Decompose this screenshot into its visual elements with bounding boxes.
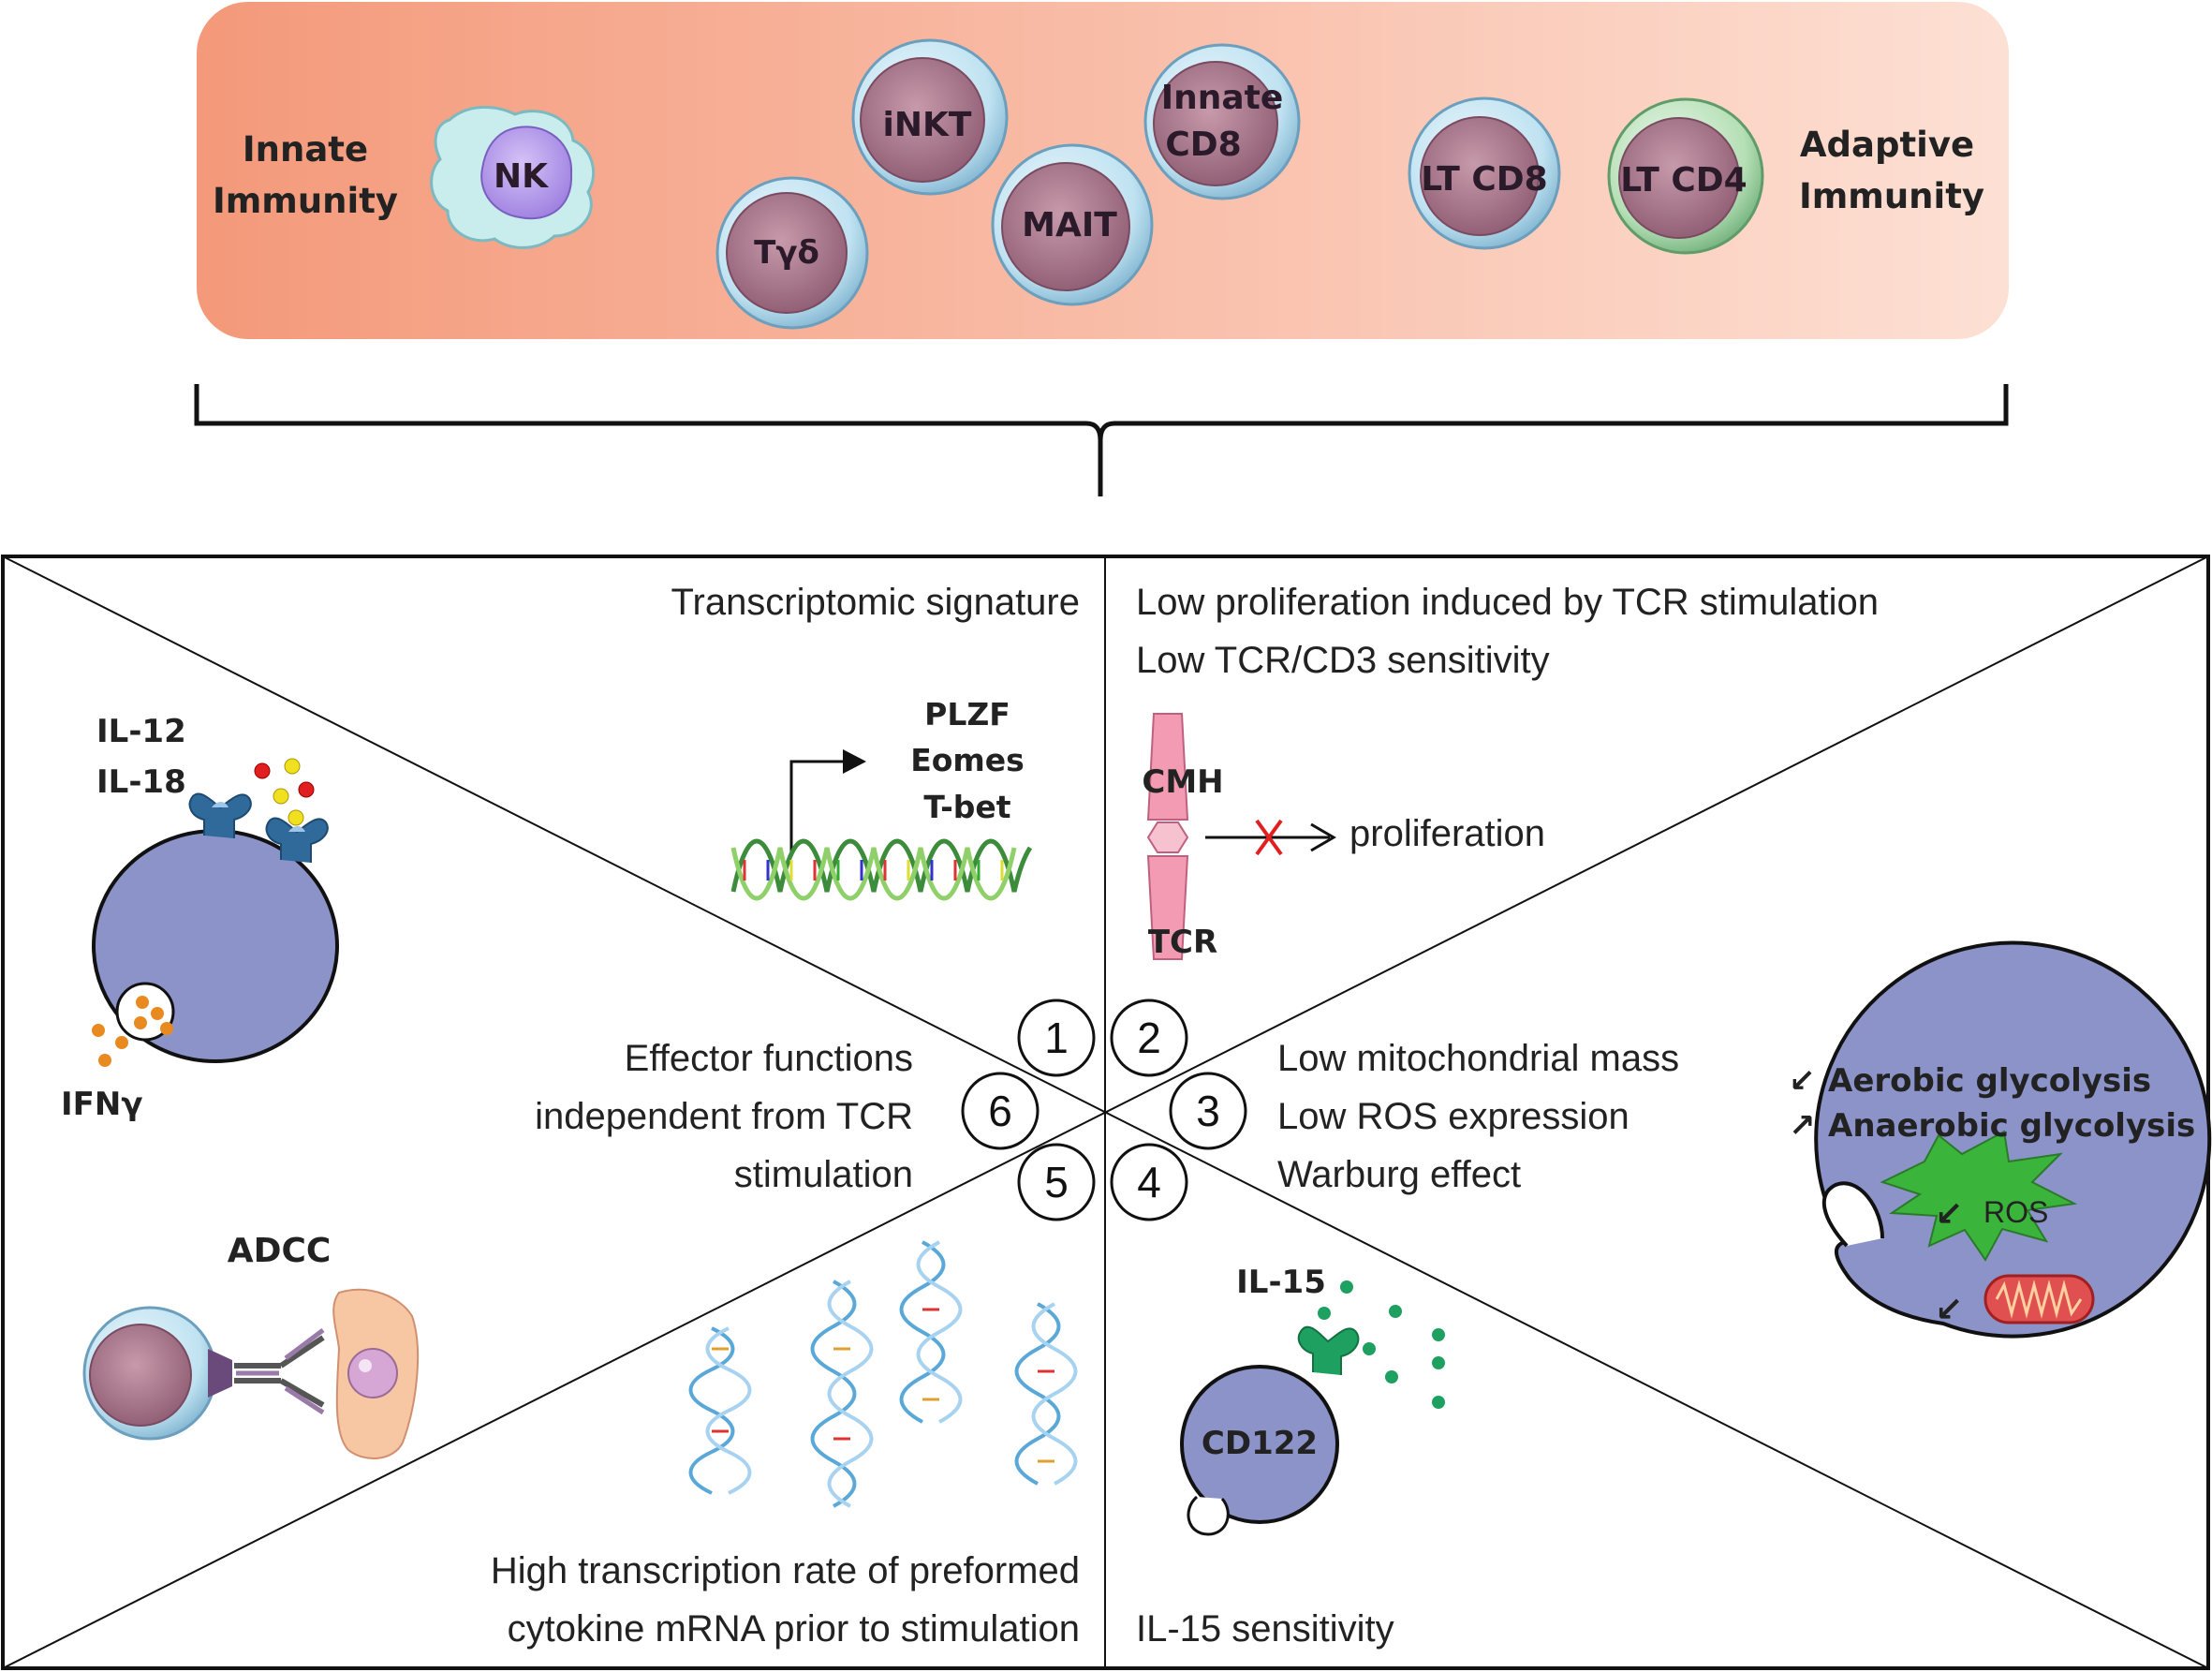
adcc-illustration (82, 1288, 420, 1460)
dna-helix-green (730, 838, 1033, 901)
section6-line1: Effector functions (625, 1038, 913, 1079)
gene-tbet: T-bet (923, 789, 1010, 825)
number-5: 5 (1044, 1158, 1069, 1206)
gene-eomes: Eomes (910, 742, 1025, 778)
section5-line1: High transcription rate of preformed (491, 1550, 1080, 1591)
metabolic-cell (1814, 940, 2212, 1339)
lt-cd4-label: LT CD4 (1620, 161, 1747, 200)
innate-immunity-label-line2: Immunity (213, 181, 398, 221)
il15-dots (1318, 1280, 1445, 1409)
blocked-proliferation-arrow (1205, 819, 1336, 856)
section1-title: Transcriptomic signature (671, 582, 1080, 623)
mrna-bases (712, 1308, 1054, 1463)
effector-cell (92, 792, 339, 1063)
adcc-label: ADCC (228, 1232, 332, 1270)
ros-label: ROS (1983, 1195, 2048, 1229)
innate-cd8-label-line1: Innate (1161, 79, 1284, 117)
gene-plzf: PLZF (924, 696, 1010, 732)
section6-line3: stimulation (734, 1154, 913, 1195)
inkt-cell: iNKT (851, 38, 1009, 196)
cd122-cell (1180, 1325, 1360, 1536)
anaerobic-label: Anaerobic glycolysis (1828, 1107, 2195, 1145)
down-arrow-aerobic: ↙ (1789, 1062, 1816, 1100)
nk-label: NK (494, 157, 549, 196)
il12-label: IL-12 (96, 713, 186, 750)
section2-line1: Low proliferation induced by TCR stimula… (1136, 582, 1879, 623)
innate-cd8-cell: Innate CD8 (1143, 43, 1301, 200)
section3-line3: Warburg effect (1277, 1154, 1521, 1195)
down-arrow-ros: ↙ (1935, 1195, 1963, 1234)
ifng-dots (92, 996, 173, 1067)
mait-label: MAIT (1022, 206, 1117, 244)
mait-cell: MAIT (991, 143, 1154, 306)
ros-burst (1880, 1130, 2078, 1262)
aerobic-label: Aerobic glycolysis (1828, 1062, 2151, 1100)
innate-immunity-label-line1: Innate (243, 129, 368, 170)
lt-cd8-label: LT CD8 (1421, 160, 1547, 199)
tgd-cell: Tγδ (715, 176, 869, 330)
lt-cd8-cell: LT CD8 (1408, 96, 1561, 250)
adaptive-immunity-label-line1: Adaptive (1800, 125, 1974, 165)
cd122-label: CD122 (1202, 1425, 1318, 1462)
proliferation-label: proliferation (1349, 813, 1545, 854)
number-1: 1 (1044, 1014, 1069, 1062)
mrna-strands (688, 1240, 1078, 1508)
brace (194, 384, 2009, 496)
number-6: 6 (988, 1087, 1012, 1135)
section-numbers: 1 2 3 4 5 6 (961, 999, 1247, 1221)
section3-line1: Low mitochondrial mass (1277, 1038, 1679, 1079)
number-3: 3 (1196, 1087, 1220, 1135)
tgd-label: Tγδ (754, 234, 819, 272)
section5-line2: cytokine mRNA prior to stimulation (508, 1608, 1080, 1650)
tcr-label: TCR (1148, 924, 1217, 961)
number-2: 2 (1137, 1014, 1161, 1062)
cmh-tcr-complex (1146, 713, 1189, 960)
mitochondrion-icon (1983, 1274, 2095, 1324)
ifng-label: IFNγ (61, 1086, 143, 1123)
number-4: 4 (1137, 1158, 1161, 1206)
inkt-label: iNKT (883, 106, 972, 144)
nk-cell: NK (430, 105, 596, 249)
section4-title: IL-15 sensitivity (1136, 1608, 1394, 1650)
cytokine-dots (233, 758, 315, 826)
lt-cd4-cell: LT CD4 (1607, 97, 1764, 255)
section6-line2: independent from TCR (535, 1096, 913, 1137)
section2-line2: Low TCR/CD3 sensitivity (1136, 640, 1550, 681)
adaptive-immunity-label-line2: Immunity (1799, 176, 1984, 216)
il18-label: IL-18 (96, 763, 186, 801)
innate-cd8-label-line2: CD8 (1165, 126, 1241, 164)
down-arrow-mito: ↙ (1935, 1291, 1963, 1329)
transcription-arrow (789, 749, 866, 852)
cmh-label: CMH (1142, 763, 1223, 801)
up-arrow-anaerobic: ↗ (1789, 1107, 1816, 1145)
section3-line2: Low ROS expression (1277, 1096, 1630, 1137)
il15-label: IL-15 (1236, 1264, 1326, 1301)
